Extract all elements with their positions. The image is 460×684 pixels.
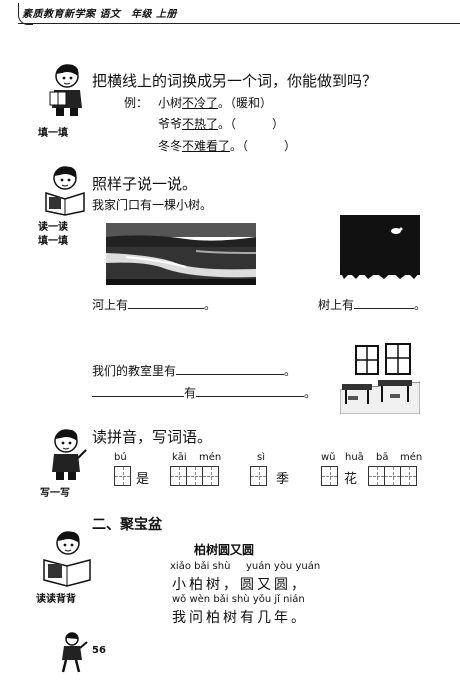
tree-suffix: 。: [414, 298, 427, 312]
line-suffix: 。（暖和）: [218, 96, 273, 110]
classroom-sentence: 我们的教室里有 。: [92, 362, 296, 379]
header-corner: [18, 3, 33, 25]
classroom-suffix: 。: [284, 364, 297, 378]
pinyin-men: mén: [199, 452, 222, 463]
underlined-phrase: 不冷了: [182, 96, 219, 110]
subject-blank[interactable]: [92, 384, 184, 397]
river-sentence: 河上有 。: [92, 296, 216, 313]
line-prefix: 冬冬: [158, 139, 183, 153]
example-line: 小树不冷了。（暖和）: [158, 94, 272, 111]
writing-grid-bu[interactable]: [114, 466, 131, 486]
tree-prefix: 树上有: [318, 298, 355, 312]
example-label: 例：: [124, 96, 149, 110]
section1-title: 把横线上的词换成另一个词，你能做到吗？: [92, 72, 378, 90]
writing-grid-wu[interactable]: [321, 466, 338, 486]
classroom-prefix: 我们的教室里有: [92, 364, 177, 378]
tree-sentence: 树上有 。: [318, 296, 426, 313]
pinyin-bu: bú: [114, 452, 127, 463]
header-text: 素质教育新学案 语文 年级 上册: [22, 9, 177, 20]
underlined-phrase: 不难看了: [182, 139, 231, 153]
char-ji: 季: [276, 472, 290, 487]
pinyin-wu: wǔ: [321, 452, 336, 463]
char-hua: 花: [344, 472, 358, 487]
section2-title: 照样子说一说。: [92, 175, 198, 193]
poem-pinyin-1b: yuán yòu yuán: [246, 561, 321, 572]
pinyin-kai: kāi: [172, 452, 187, 463]
section3-title: 读拼音，写词语。: [92, 428, 213, 446]
example-sentence: 我家门口有一棵小树。: [92, 198, 213, 212]
tree-picture: [340, 215, 420, 283]
footer-figure-illustration: [60, 630, 88, 678]
boy-with-book-illustration: [40, 165, 90, 217]
tree-blank[interactable]: [354, 296, 415, 309]
line-suffix: 。（ ）: [230, 139, 297, 153]
classroom-picture: [339, 342, 421, 418]
exercise-line-2: 冬冬不难看了。（ ）: [158, 137, 296, 154]
exercise-line-1: 爷爷不热了。（ ）: [158, 115, 284, 132]
river-suffix: 。: [204, 298, 217, 312]
poem-pinyin-1a: xiǎo bǎi shù: [170, 561, 231, 572]
object-blank[interactable]: [196, 384, 305, 397]
header-bar: [18, 3, 460, 24]
river-blank[interactable]: [128, 296, 205, 309]
river-prefix: 河上有: [92, 298, 129, 312]
pinyin-ba: bā: [376, 452, 389, 463]
writing-grid-kai-men[interactable]: [170, 466, 219, 486]
page-number: 56: [92, 645, 106, 656]
boy-writing-illustration: [44, 428, 90, 482]
line-suffix: 。（ ）: [218, 117, 285, 131]
poem-line-2: 我问柏树有几年。: [172, 610, 308, 626]
read-label: 读一读: [38, 222, 68, 233]
poem-line-1: 小柏树，圆又圆，: [172, 577, 308, 593]
line-prefix: 爷爷: [158, 117, 183, 131]
char-shi: 是: [136, 472, 150, 487]
pinyin-hua: huā: [345, 452, 364, 463]
has-suffix: 。: [304, 386, 317, 400]
classroom-blank[interactable]: [176, 362, 285, 375]
has-word: 有: [184, 386, 197, 400]
poem-title: 柏树圆又圆: [194, 543, 255, 557]
boy-reciting-illustration: [40, 530, 94, 588]
fill-label: 填一填: [38, 236, 68, 247]
pinyin-men-2: mén: [400, 452, 423, 463]
write-label: 写一写: [40, 488, 70, 499]
writing-grid-si[interactable]: [250, 466, 267, 486]
boy-reading-illustration: [40, 62, 90, 118]
writing-grid-ba-men[interactable]: [368, 466, 417, 486]
has-sentence: 有。: [92, 384, 316, 401]
fill-in-label: 填一填: [38, 128, 68, 139]
read-recite-label: 读读背背: [36, 594, 76, 605]
pinyin-si: sì: [257, 452, 265, 463]
underlined-phrase: 不热了: [182, 117, 219, 131]
poem-pinyin-2: wǒ wèn bǎi shù yǒu jǐ nián: [172, 594, 305, 605]
line-prefix: 小树: [158, 96, 183, 110]
river-picture: [106, 223, 257, 289]
section4-heading: 二、聚宝盆: [92, 517, 162, 533]
